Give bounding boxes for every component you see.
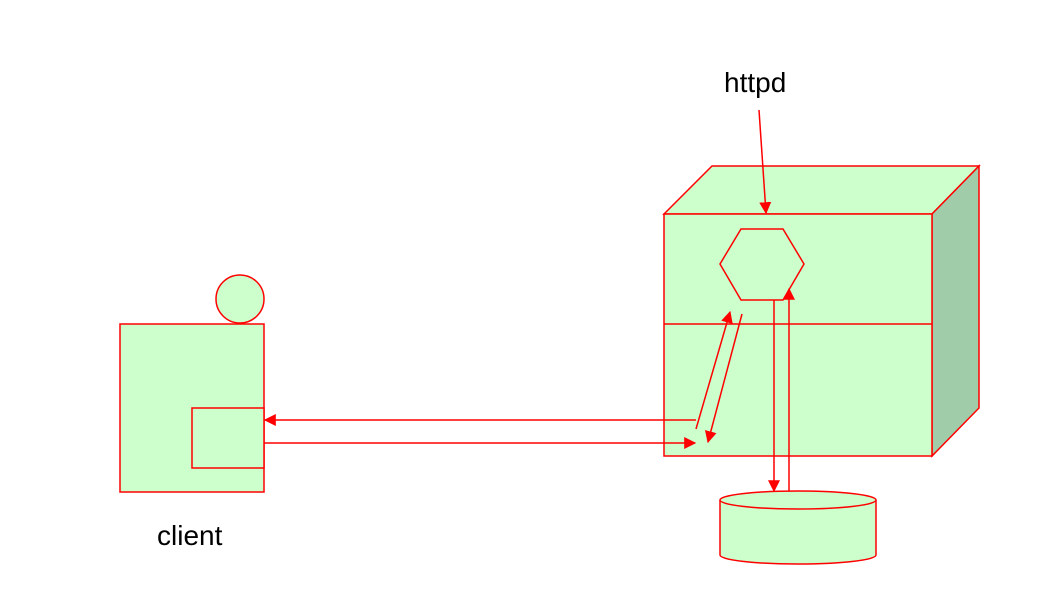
httpd-reply-arrow [704,313,743,444]
server-cube-side [931,164,980,458]
server-cube-front [663,213,933,457]
server-cube [662,164,981,458]
client-figure [119,274,265,493]
client-head [215,274,265,324]
httpd-label: httpd [724,67,787,98]
client-port-box [191,407,265,469]
httpd-label-pointer-arrow [758,109,772,215]
client-label: client [157,520,223,551]
database-top [719,490,877,510]
database-cylinder [719,490,877,565]
forward-to-httpd-arrow [695,310,733,430]
httpd-hexagon [719,228,805,301]
arrows [263,109,795,493]
server-cube-top [662,165,981,215]
database-body [719,500,877,565]
